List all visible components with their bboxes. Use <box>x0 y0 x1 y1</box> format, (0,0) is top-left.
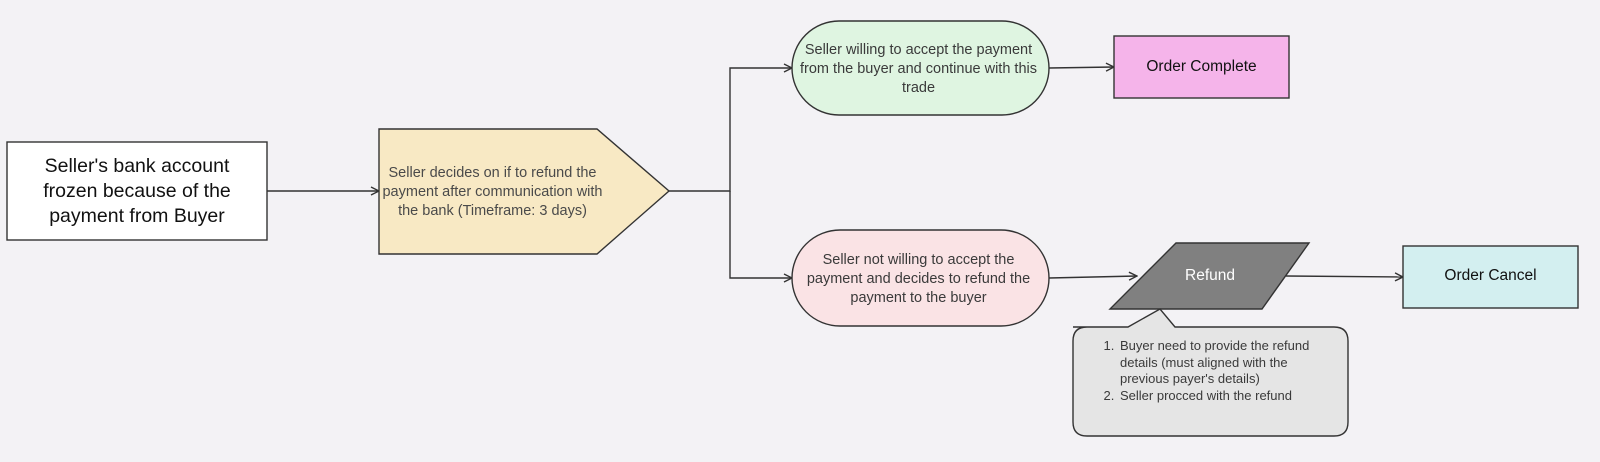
accept-node-label: Seller willing to accept the payment fro… <box>800 41 1037 96</box>
order-cancel-node[interactable] <box>1402 245 1579 309</box>
connector-refuse-to-refund <box>1048 276 1137 278</box>
accept-node[interactable] <box>791 20 1050 116</box>
start-node-label: Seller's bank account frozen because of … <box>43 154 231 227</box>
connector-accept-to-complete <box>1048 67 1114 68</box>
refuse-node[interactable] <box>791 229 1050 327</box>
refund-node-label: Refund <box>1185 267 1235 284</box>
refund-note-bubble <box>1072 308 1349 437</box>
order-cancel-label: Order Cancel <box>1444 267 1537 284</box>
connector-decision-to-accept <box>669 68 792 192</box>
decision-node[interactable] <box>378 128 671 255</box>
order-complete-node[interactable] <box>1113 35 1290 99</box>
connector-refund-to-cancel <box>1285 276 1403 277</box>
order-complete-label: Order Complete <box>1146 58 1257 75</box>
refund-node[interactable] <box>1108 242 1311 310</box>
decision-node-label: Seller decides on if to refund the payme… <box>382 164 603 219</box>
refund-note-list: Buyer need to provide the refund details… <box>1080 338 1330 404</box>
refund-note-item: Buyer need to provide the refund details… <box>1118 338 1330 388</box>
start-node[interactable] <box>6 141 268 241</box>
connector-decision-to-refuse <box>729 191 792 278</box>
refuse-node-label: Seller not willing to accept the payment… <box>806 251 1031 306</box>
refund-note-item: Seller procced with the refund <box>1118 388 1330 405</box>
